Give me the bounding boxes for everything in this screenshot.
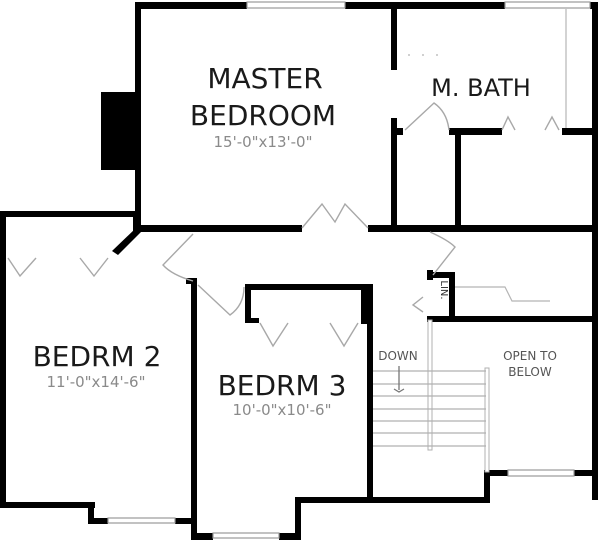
master-bedroom-name-line1: MASTER [207,62,322,95]
wall-linen-stub [427,270,433,280]
wall-bed2-diagonal [112,228,141,255]
wall-open-bottom-right [574,470,598,476]
wall-bed2-bottom-right-seg [175,518,195,524]
wall-bed2-bed3-divider [191,278,197,540]
wall-master-bottom-left [135,225,302,232]
wall-bed2-top-corner [133,211,139,231]
stairs-direction-label: DOWN [378,349,418,363]
master-bedroom-name-line2: BEDROOM [190,99,336,132]
chimney [101,92,139,170]
linen-closet-label: LIN. [438,280,449,299]
wall-bed3-closet-left [245,284,251,322]
window-bed3 [212,532,280,539]
wall-master-bath-upper [391,2,397,70]
bed2-door-swing [162,233,194,282]
bedroom-3-name: BEDRM 3 [218,369,347,402]
wall-bed2-bottom-jog [88,502,94,524]
open-to-below-line2: BELOW [508,365,552,379]
wall-bed3-closet-stub-left [245,318,259,323]
bedroom-2-name: BEDRM 2 [33,340,162,373]
wall-right-exterior [592,2,598,500]
bed2-closet-bifold-left [7,257,37,278]
window-bath [504,1,591,9]
hall-door-swing [429,231,456,276]
fixtures [7,9,567,473]
window-master [246,1,346,9]
bath-closet-bifold-right [544,115,560,131]
bath-closet-bifold-left [501,115,516,131]
wall-bed2-bottom [0,502,95,508]
wall-linen-right [449,272,455,322]
bed3-closet-bifold-right [329,322,359,348]
down-arrow-icon [393,366,405,393]
wall-bath-stub [391,128,403,135]
wall-open-bottom-left [484,470,508,476]
windows [107,1,591,539]
master-bath-name: M. BATH [431,74,531,102]
window-open-below [507,469,575,477]
window-bed2 [107,517,176,524]
wall-bath-inner-right [562,128,598,135]
wall-bed2-top [0,211,138,217]
wall-bed2-bottom-left-seg [88,518,108,524]
bedroom-3-dimensions: 10'-0"x10'-6" [232,401,331,419]
bed3-closet-bifold-left [259,322,289,348]
wall-bath-closet-divider [455,128,461,230]
wall-open-top [427,316,598,322]
wall-bed3-bottom-left-seg [191,533,213,540]
open-to-below-line1: OPEN TO [503,349,557,363]
wall-bed3-closet-top [245,284,367,290]
wall-bed3-closet-right [361,284,367,324]
master-double-door [301,202,369,229]
bed2-closet-bifold-right [79,257,109,278]
wall-bed3-right [367,284,373,502]
wall-bed3-bottom-right [295,497,373,503]
wall-linen-top [427,272,454,278]
wall-open-bottom-jog [484,470,490,503]
bath-door-swing [404,102,450,131]
labels: MASTER BEDROOM 15'-0"x13'-0" M. BATH BED… [33,62,557,419]
wall-bed3-bottom-jog [295,497,301,537]
wall-top-mid [345,2,505,9]
wall-master-bath-lower [391,118,397,230]
linen-door [411,296,424,313]
wall-stair-bottom [367,497,490,503]
master-bedroom-dimensions: 15'-0"x13'-0" [213,133,312,151]
bed3-door-swing [197,284,245,316]
open-below-railing [484,367,490,473]
wall-top-left [135,2,247,9]
stair-treads [373,370,486,447]
wall-bath-inner-left [449,128,502,135]
wall-master-bottom-right [368,225,598,232]
bedroom-2-dimensions: 11'-0"x14'-6" [46,373,145,391]
wall-bed2-left [0,211,6,508]
hall-railing [455,286,550,302]
stair-handrail [427,319,433,451]
wall-bed3-bottom-right-seg [279,533,301,540]
